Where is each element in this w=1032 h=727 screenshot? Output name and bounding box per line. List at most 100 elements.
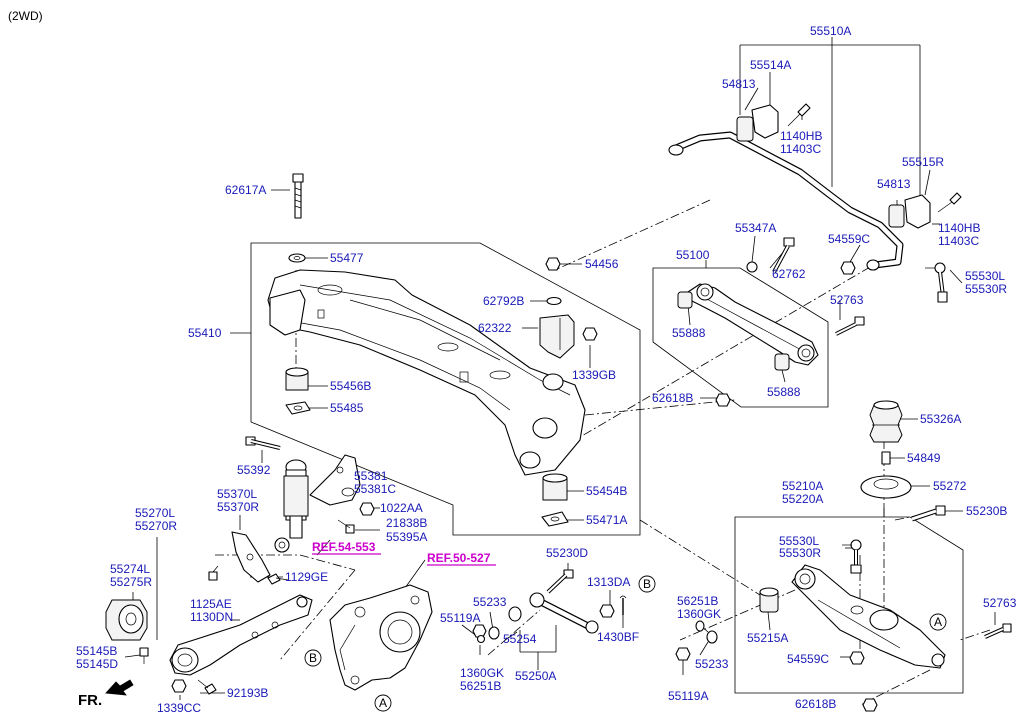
part-label[interactable]: 55514A bbox=[750, 58, 791, 72]
part-label[interactable]: 55395A bbox=[386, 530, 427, 544]
part-label[interactable]: 55270R bbox=[135, 519, 177, 533]
part-label[interactable]: 62617A bbox=[225, 183, 266, 197]
part-label[interactable]: 55119A bbox=[440, 611, 480, 625]
part-label[interactable]: 55100 bbox=[676, 248, 710, 262]
shock-absorber bbox=[231, 436, 375, 585]
part-label[interactable]: 1339GB bbox=[572, 368, 616, 382]
diagram-variant-title: (2WD) bbox=[8, 9, 43, 23]
part-label[interactable]: 55370R bbox=[217, 500, 259, 514]
part-label[interactable]: 55272 bbox=[933, 479, 967, 493]
part-label[interactable]: 54559C bbox=[787, 652, 829, 666]
part-label[interactable]: 55510A bbox=[810, 24, 851, 38]
part-label[interactable]: 11403C bbox=[938, 234, 979, 248]
part-label[interactable]: 54813 bbox=[877, 177, 911, 191]
part-label[interactable]: 55119A bbox=[668, 689, 708, 703]
part-label[interactable]: 54849 bbox=[907, 451, 941, 465]
part-label[interactable]: 55381 bbox=[354, 469, 388, 483]
rear-knuckle bbox=[329, 584, 433, 691]
part-label[interactable]: 55381C bbox=[354, 482, 396, 496]
svg-text:B: B bbox=[309, 651, 317, 665]
part-label[interactable]: 55210A bbox=[782, 479, 823, 493]
part-label[interactable]: 55233 bbox=[473, 595, 507, 609]
stabilizer-bar bbox=[668, 103, 962, 303]
part-label[interactable]: 1430BF bbox=[597, 630, 639, 644]
part-label[interactable]: 1360GK bbox=[460, 666, 504, 680]
part-label[interactable]: 62618B bbox=[652, 391, 693, 405]
part-label[interactable]: 1125AE bbox=[190, 597, 232, 611]
marker-a-arm: A bbox=[929, 613, 947, 631]
trailing-arm-group-box bbox=[652, 267, 829, 408]
part-label[interactable]: 1339CC bbox=[157, 701, 201, 715]
part-label[interactable]: 55270L bbox=[135, 506, 175, 520]
part-label[interactable]: 55215A bbox=[747, 631, 788, 645]
part-label[interactable]: 55456B bbox=[330, 379, 371, 393]
front-label: FR. bbox=[78, 692, 102, 709]
part-label[interactable]: 1129GE bbox=[285, 570, 328, 584]
part-label[interactable]: 54813 bbox=[722, 77, 756, 91]
part-label[interactable]: 55145B bbox=[76, 644, 117, 658]
ref-label-54-553[interactable]: REF.54-553 bbox=[312, 540, 376, 554]
part-label[interactable]: 55392 bbox=[237, 463, 271, 477]
spring-pad-stack bbox=[860, 400, 946, 522]
part-label[interactable]: 55254 bbox=[503, 632, 537, 646]
part-label[interactable]: 55230D bbox=[546, 546, 588, 560]
svg-text:A: A bbox=[934, 615, 942, 629]
part-label[interactable]: 62792B bbox=[483, 294, 524, 308]
ref-label-50-527[interactable]: REF.50-527 bbox=[427, 551, 491, 565]
part-label[interactable]: 1140HB bbox=[780, 129, 822, 143]
part-label[interactable]: 55275R bbox=[110, 575, 152, 589]
part-label[interactable]: 55233 bbox=[695, 657, 729, 671]
part-label[interactable]: 55471A bbox=[586, 513, 627, 527]
marker-b-knuckle: B bbox=[304, 649, 322, 667]
part-label[interactable]: 55250A bbox=[515, 669, 556, 683]
part-label[interactable]: 55347A bbox=[735, 221, 776, 235]
left-lower-arm bbox=[105, 565, 313, 695]
part-label[interactable]: 1140HB bbox=[938, 221, 980, 235]
part-label[interactable]: 21838B bbox=[386, 516, 427, 530]
front-direction-indicator: FR. bbox=[78, 679, 134, 709]
part-label[interactable]: 56251B bbox=[460, 679, 501, 693]
part-label[interactable]: 55530R bbox=[965, 282, 1007, 296]
part-label[interactable]: 1022AA bbox=[380, 501, 423, 515]
part-label[interactable]: 92193B bbox=[227, 686, 268, 700]
crossmember-hardware bbox=[285, 173, 598, 527]
part-label[interactable]: 52763 bbox=[983, 596, 1017, 610]
part-label[interactable]: 1130DN bbox=[190, 610, 233, 624]
marker-b-upper: B bbox=[638, 575, 656, 593]
part-label[interactable]: 55145D bbox=[76, 657, 118, 671]
crossmember-group-box bbox=[250, 242, 641, 536]
part-label[interactable]: 55410 bbox=[188, 326, 222, 340]
part-label[interactable]: 55888 bbox=[767, 385, 801, 399]
part-label[interactable]: 11403C bbox=[780, 142, 821, 156]
part-label[interactable]: 55274L bbox=[110, 562, 150, 576]
part-number-labels: 55510A 55514A 54813 1140HB 11403C 55515R… bbox=[76, 24, 1017, 715]
lower-arm-group-box bbox=[734, 516, 964, 694]
assist-arm bbox=[472, 569, 627, 644]
part-label[interactable]: 55530L bbox=[965, 269, 1005, 283]
part-label[interactable]: 55515R bbox=[902, 155, 944, 169]
marker-a-knuckle: A bbox=[374, 694, 392, 712]
part-label[interactable]: 55370L bbox=[217, 487, 257, 501]
part-label[interactable]: 52763 bbox=[830, 293, 864, 307]
rear-crossmember bbox=[267, 269, 586, 476]
part-label[interactable]: 54456 bbox=[585, 257, 619, 271]
part-label[interactable]: 55454B bbox=[586, 484, 627, 498]
part-label[interactable]: 55326A bbox=[920, 412, 961, 426]
part-label[interactable]: 62618B bbox=[795, 697, 836, 711]
lower-control-arm bbox=[675, 539, 1012, 712]
part-label[interactable]: 56251B bbox=[677, 594, 718, 608]
part-label[interactable]: 54559C bbox=[828, 232, 870, 246]
part-label[interactable]: 55230B bbox=[966, 504, 1007, 518]
part-label[interactable]: 62762 bbox=[772, 267, 806, 281]
part-label[interactable]: 55888 bbox=[672, 326, 706, 340]
part-label[interactable]: 1313DA bbox=[587, 575, 630, 589]
part-label[interactable]: 55530R bbox=[779, 546, 821, 560]
part-label[interactable]: 55530L bbox=[779, 534, 819, 548]
part-label[interactable]: 55485 bbox=[330, 401, 364, 415]
part-label[interactable]: 1360GK bbox=[677, 607, 721, 621]
part-label[interactable]: 55220A bbox=[782, 492, 823, 506]
part-label[interactable]: 62322 bbox=[478, 321, 512, 335]
part-label[interactable]: 55477 bbox=[330, 251, 364, 265]
svg-text:A: A bbox=[379, 696, 387, 710]
